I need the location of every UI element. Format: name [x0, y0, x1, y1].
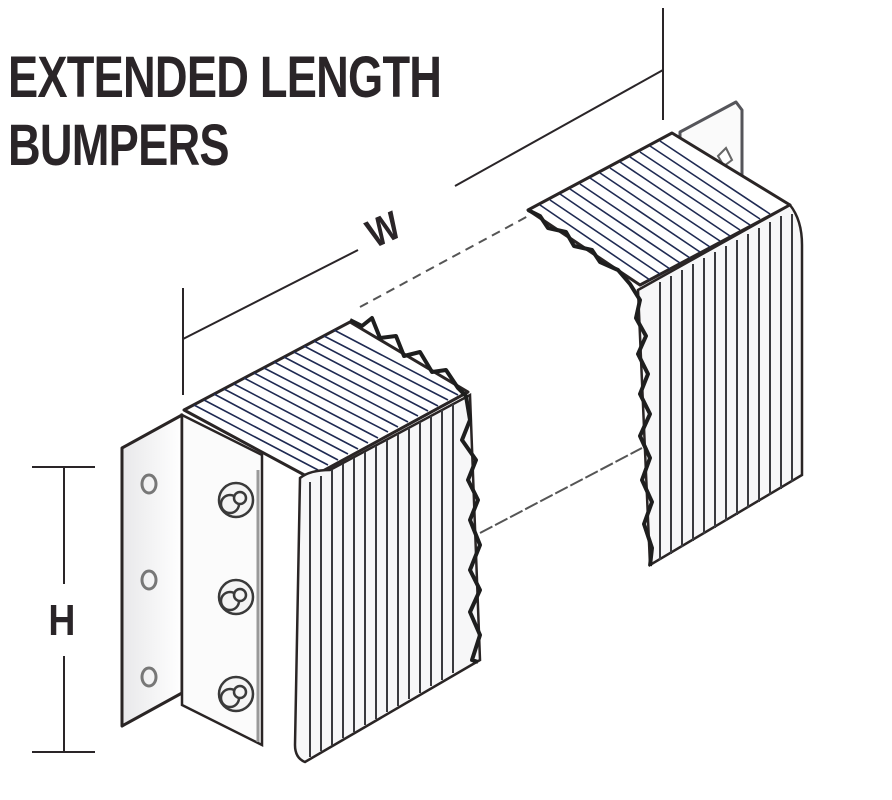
title-line-1: EXTENDED LENGTH	[8, 45, 442, 110]
bottom-continuation-line	[479, 447, 643, 534]
width-dim-line-left	[182, 249, 359, 340]
right-bumper-section	[526, 100, 804, 568]
mounting-hole-icon	[140, 666, 158, 688]
width-dim-line-right	[454, 69, 664, 187]
laminate-front-face-right	[636, 203, 804, 568]
laminate-front-lines-right	[659, 214, 793, 560]
page-title: EXTENDED LENGTH BUMPERS	[8, 44, 442, 180]
break-line-right	[527, 208, 654, 567]
top-continuation-line	[359, 214, 531, 308]
width-dimension	[182, 8, 664, 395]
laminate-top-lines	[193, 329, 459, 471]
laminate-top-lines-right	[539, 140, 771, 281]
height-dimension	[32, 466, 95, 753]
break-line-left	[349, 316, 482, 664]
laminate-front-lines	[309, 404, 454, 757]
continuation-lines	[359, 214, 643, 534]
height-dimension-label: H	[48, 596, 76, 645]
bolt-icon	[217, 481, 255, 519]
left-bumper-section	[120, 316, 482, 764]
mounting-holes	[140, 473, 158, 688]
title-line-2: BUMPERS	[8, 113, 230, 178]
bolt-icon	[217, 578, 255, 616]
mounting-hole-icon	[140, 569, 158, 591]
bolt-icon	[217, 675, 255, 713]
mounting-hole-icon	[140, 473, 158, 495]
bolts	[217, 481, 255, 713]
